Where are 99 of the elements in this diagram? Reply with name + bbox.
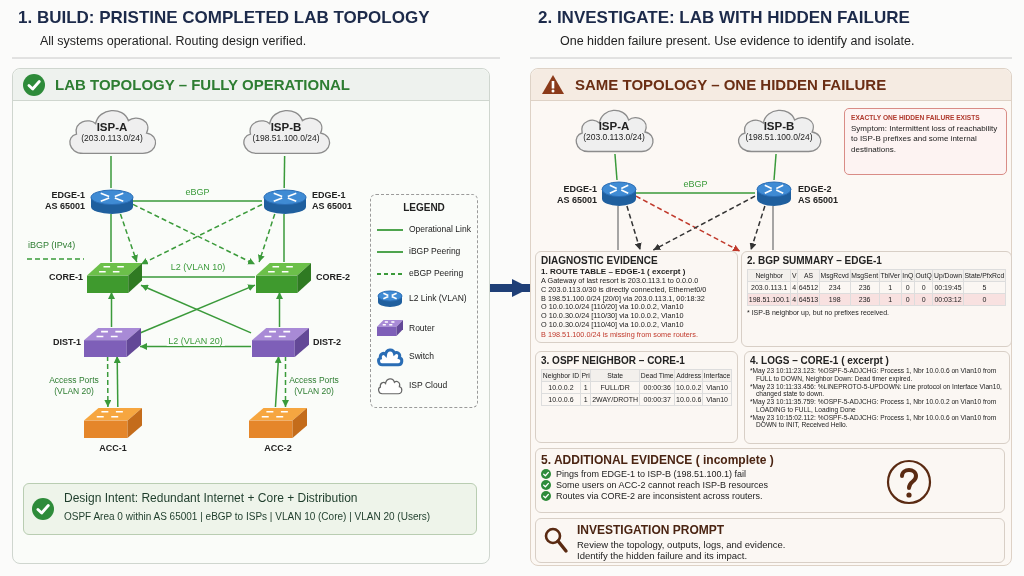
evidence-card [535, 518, 1005, 563]
router-icon [263, 189, 307, 215]
device-label: EDGE-1 AS 65001 [312, 190, 354, 212]
card-heading: 3. OSPF NEIGHBOR – CORE-1 [541, 355, 686, 366]
evidence-item: Routes via CORE-2 are inconsistent across routers. [556, 491, 763, 501]
prompt-text: Identify the hidden failure and its impact. [577, 550, 749, 562]
link-line [110, 213, 112, 263]
legend-label: Switch [409, 351, 435, 361]
panel-heading: LAB TOPOLOGY – FULLY OPERATIONAL [55, 76, 351, 93]
arrow [282, 355, 289, 408]
cloud-label: ISP-B [763, 120, 795, 133]
link-line [635, 192, 756, 194]
evidence-item: Some users on ACC-2 cannot reach ISP-B resources [556, 480, 769, 490]
legend-label: L2 Link (VLAN) [409, 293, 467, 303]
legend-label: Router [409, 323, 435, 333]
switch-icon [87, 263, 142, 293]
legend-label: eBGP Peering [409, 268, 464, 278]
port-note: Access Ports (VLAN 20) [288, 375, 340, 398]
link-line [110, 155, 112, 189]
cloud-label: (203.0.113.0/24) [81, 133, 143, 144]
switch-icon [249, 408, 307, 438]
link-line [140, 276, 256, 278]
legend-label: iBGP Peering [409, 246, 461, 256]
design-intent-card [23, 483, 477, 535]
section-subtitle: All systems operational. Routing design verified. [40, 34, 307, 48]
legend-label: Operational Link [409, 224, 471, 234]
cloud-label: ISP-B [270, 120, 302, 134]
topology-panel [12, 68, 490, 564]
arrow [274, 355, 282, 408]
panel-heading: SAME TOPOLOGY – ONE HIDDEN FAILURE [575, 76, 887, 93]
link-line [617, 205, 619, 251]
arrow [113, 355, 121, 408]
switch-icon [256, 263, 311, 293]
link-line [283, 155, 286, 189]
arrow [108, 291, 115, 328]
evidence-card [744, 351, 1010, 444]
edge-label: L2 (VLAN 10) [168, 262, 228, 272]
investigation-panel [530, 68, 1012, 566]
edge-label: L2 (VLAN 20) [166, 335, 225, 346]
device-label: EDGE-1 AS 65001 [43, 190, 85, 212]
card-heading: DIAGNOSTIC EVIDENCE [541, 255, 659, 266]
arrow [626, 205, 642, 251]
evidence-card [535, 251, 738, 343]
device-label: CORE-2 [316, 272, 351, 283]
card-heading: 2. BGP SUMMARY – EDGE-1 [747, 255, 883, 266]
router-icon [601, 181, 637, 207]
section-title: 2. INVESTIGATE: LAB WITH HIDDEN FAILURE [538, 8, 910, 28]
arrow [104, 355, 112, 408]
arrow [257, 213, 276, 263]
link-line [283, 213, 285, 263]
arrow [276, 291, 283, 328]
card-heading: 4. LOGS – CORE-1 ( excerpt ) [750, 355, 890, 366]
card-heading: 5. ADDITIONAL EVIDENCE ( incomplete ) [541, 453, 775, 467]
link-line [614, 153, 618, 181]
intent-heading: Design Intent: Redundant Internet + Core + Distribution [64, 491, 358, 505]
device-label: CORE-1 [48, 272, 83, 283]
evidence-item: Pings from EDGE-1 to ISP-B (198.51.100.1) fail [556, 469, 747, 479]
link-line [773, 153, 777, 181]
arrow [635, 195, 741, 252]
alert-card [844, 108, 1007, 175]
switch-icon [252, 328, 309, 357]
arrow [139, 343, 252, 350]
arrow [749, 205, 766, 251]
intent-text: OSPF Area 0 within AS 65001 | eBGP to ISPs | VLAN 10 (Core) | VLAN 20 (Users) [64, 511, 431, 522]
symptom-text: Symptom: Intermittent loss of reachability to ISP-B prefixes and some internal destinations. [851, 124, 999, 156]
port-note: Access Ports (VLAN 20) [48, 375, 100, 398]
device-label: ACC-2 [263, 443, 293, 454]
device-label: ACC-1 [98, 443, 128, 454]
device-label: EDGE-2 AS 65001 [798, 184, 840, 206]
device-label: DIST-2 [313, 337, 342, 348]
arrow [652, 195, 756, 251]
arrow [119, 213, 138, 263]
evidence-card [741, 251, 1012, 347]
switch-icon [84, 408, 142, 438]
link-line [132, 200, 263, 202]
flow-arrow [490, 279, 530, 297]
card-heading: INVESTIGATION PROMPT [577, 523, 726, 537]
cloud-label: (203.0.113.0/24) [583, 133, 645, 143]
legend-label: ISP Cloud [409, 380, 448, 390]
section-title: 1. BUILD: PRISTINE COMPLETED LAB TOPOLOGY [18, 8, 430, 28]
cloud-label: ISP-A [598, 120, 630, 133]
cloud-label: (198.51.100.0/24) [745, 133, 813, 143]
link-line [772, 205, 774, 251]
section-subheading: 1. ROUTE TABLE – EDGE-1 ( excerpt ) [541, 267, 687, 276]
switch-icon [84, 328, 141, 357]
edge-label: eBGP [183, 187, 212, 197]
evidence-card [535, 448, 1005, 513]
device-label: EDGE-1 AS 65001 [555, 184, 597, 206]
prompt-text: Review the topology, outputs, logs, and evidence. [577, 539, 787, 551]
cloud-label: ISP-A [96, 120, 128, 134]
router-icon [756, 181, 792, 207]
edge-label: eBGP [681, 179, 710, 189]
device-label: DIST-1 [52, 337, 81, 348]
section-subtitle: One hidden failure present. Use evidence to identify and isolate. [560, 34, 915, 48]
cloud-label: (198.51.100.0/24) [252, 133, 320, 144]
peering-note: iBGP (IPv4) [28, 240, 76, 250]
legend-title: LEGEND [402, 202, 446, 213]
evidence-card [535, 351, 738, 443]
router-icon [90, 189, 134, 215]
